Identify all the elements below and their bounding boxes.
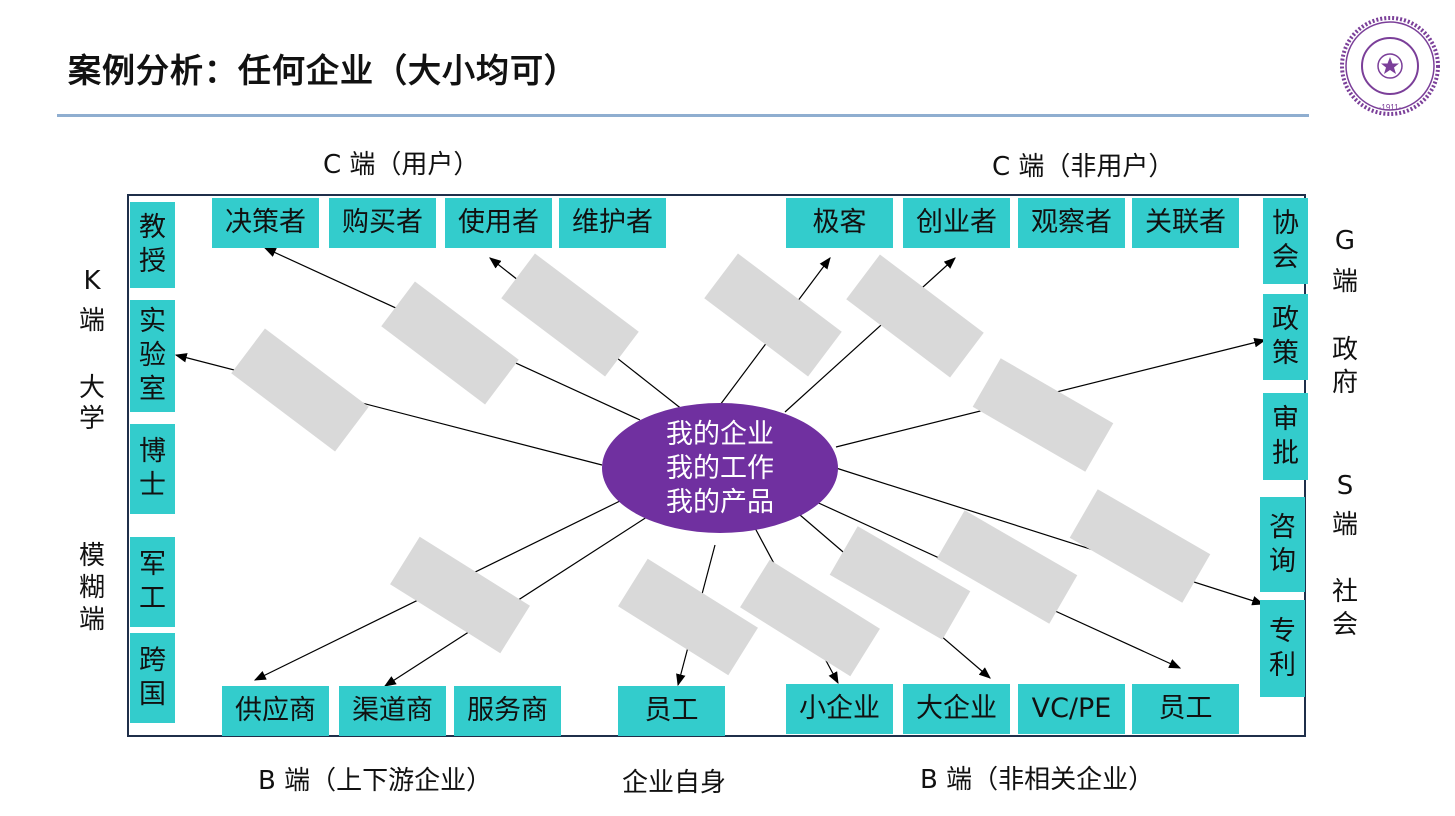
node-right: 审批 — [1263, 393, 1308, 480]
group-c-nonuser: C 端（非用户） — [992, 152, 1175, 182]
side-label: 大 — [78, 373, 105, 403]
node-bottom: 员工 — [618, 686, 725, 736]
center-line: 我的企业 — [666, 419, 774, 450]
title-divider — [57, 114, 1309, 117]
group-self: 企业自身 — [622, 768, 727, 798]
node-left: 实验室 — [130, 300, 175, 412]
side-label: 学 — [78, 404, 105, 434]
side-label: 模 — [78, 541, 105, 571]
node-left: 跨国 — [130, 633, 175, 723]
node-right: 政策 — [1263, 294, 1308, 380]
side-label: S — [1336, 471, 1354, 501]
node-bottom: 服务商 — [454, 686, 561, 736]
slide-title: 案例分析：任何企业（大小均可） — [68, 51, 578, 90]
svg-text:·1911·: ·1911· — [1379, 103, 1402, 112]
center-node: 我的企业 我的工作 我的产品 — [602, 418, 838, 520]
side-label: 端 — [78, 605, 105, 635]
side-label: 端 — [1331, 510, 1358, 540]
side-label: K — [83, 266, 101, 296]
node-bottom: 渠道商 — [339, 686, 446, 736]
group-b-unrelated: B 端（非相关企业） — [920, 765, 1155, 795]
side-label: 府 — [1331, 368, 1358, 398]
node-top: 使用者 — [445, 198, 552, 248]
node-right: 咨询 — [1260, 497, 1305, 592]
side-label: 端 — [1331, 267, 1358, 297]
side-label: G — [1334, 226, 1356, 256]
side-label: 社 — [1331, 577, 1358, 607]
tsinghua-logo: ·1911· — [1340, 16, 1440, 116]
node-bottom: 大企业 — [903, 684, 1010, 734]
node-left: 教授 — [130, 202, 175, 288]
node-top: 观察者 — [1018, 198, 1125, 248]
center-line: 我的工作 — [666, 453, 774, 484]
node-top: 创业者 — [903, 198, 1010, 248]
node-bottom: 小企业 — [786, 684, 893, 734]
side-label: 会 — [1331, 610, 1358, 640]
side-label: 糊 — [78, 573, 105, 603]
group-b-updown: B 端（上下游企业） — [258, 766, 493, 796]
node-bottom: VC/PE — [1018, 684, 1125, 734]
node-right: 专利 — [1260, 600, 1305, 697]
node-top: 购买者 — [329, 198, 436, 248]
placeholder-labels — [231, 253, 1211, 677]
node-top: 维护者 — [559, 198, 666, 248]
node-bottom: 员工 — [1132, 684, 1239, 734]
node-top: 决策者 — [212, 198, 319, 248]
node-bottom: 供应商 — [222, 686, 329, 736]
node-left: 军工 — [130, 537, 175, 627]
group-c-user: C 端（用户） — [323, 150, 480, 180]
node-top: 关联者 — [1132, 198, 1239, 248]
node-top: 极客 — [786, 198, 893, 248]
center-line: 我的产品 — [666, 487, 774, 518]
node-left: 博士 — [130, 424, 175, 514]
side-label: 政 — [1331, 335, 1358, 365]
center-ellipse — [602, 403, 838, 533]
node-right: 协会 — [1263, 198, 1308, 284]
side-label: 端 — [78, 306, 105, 336]
